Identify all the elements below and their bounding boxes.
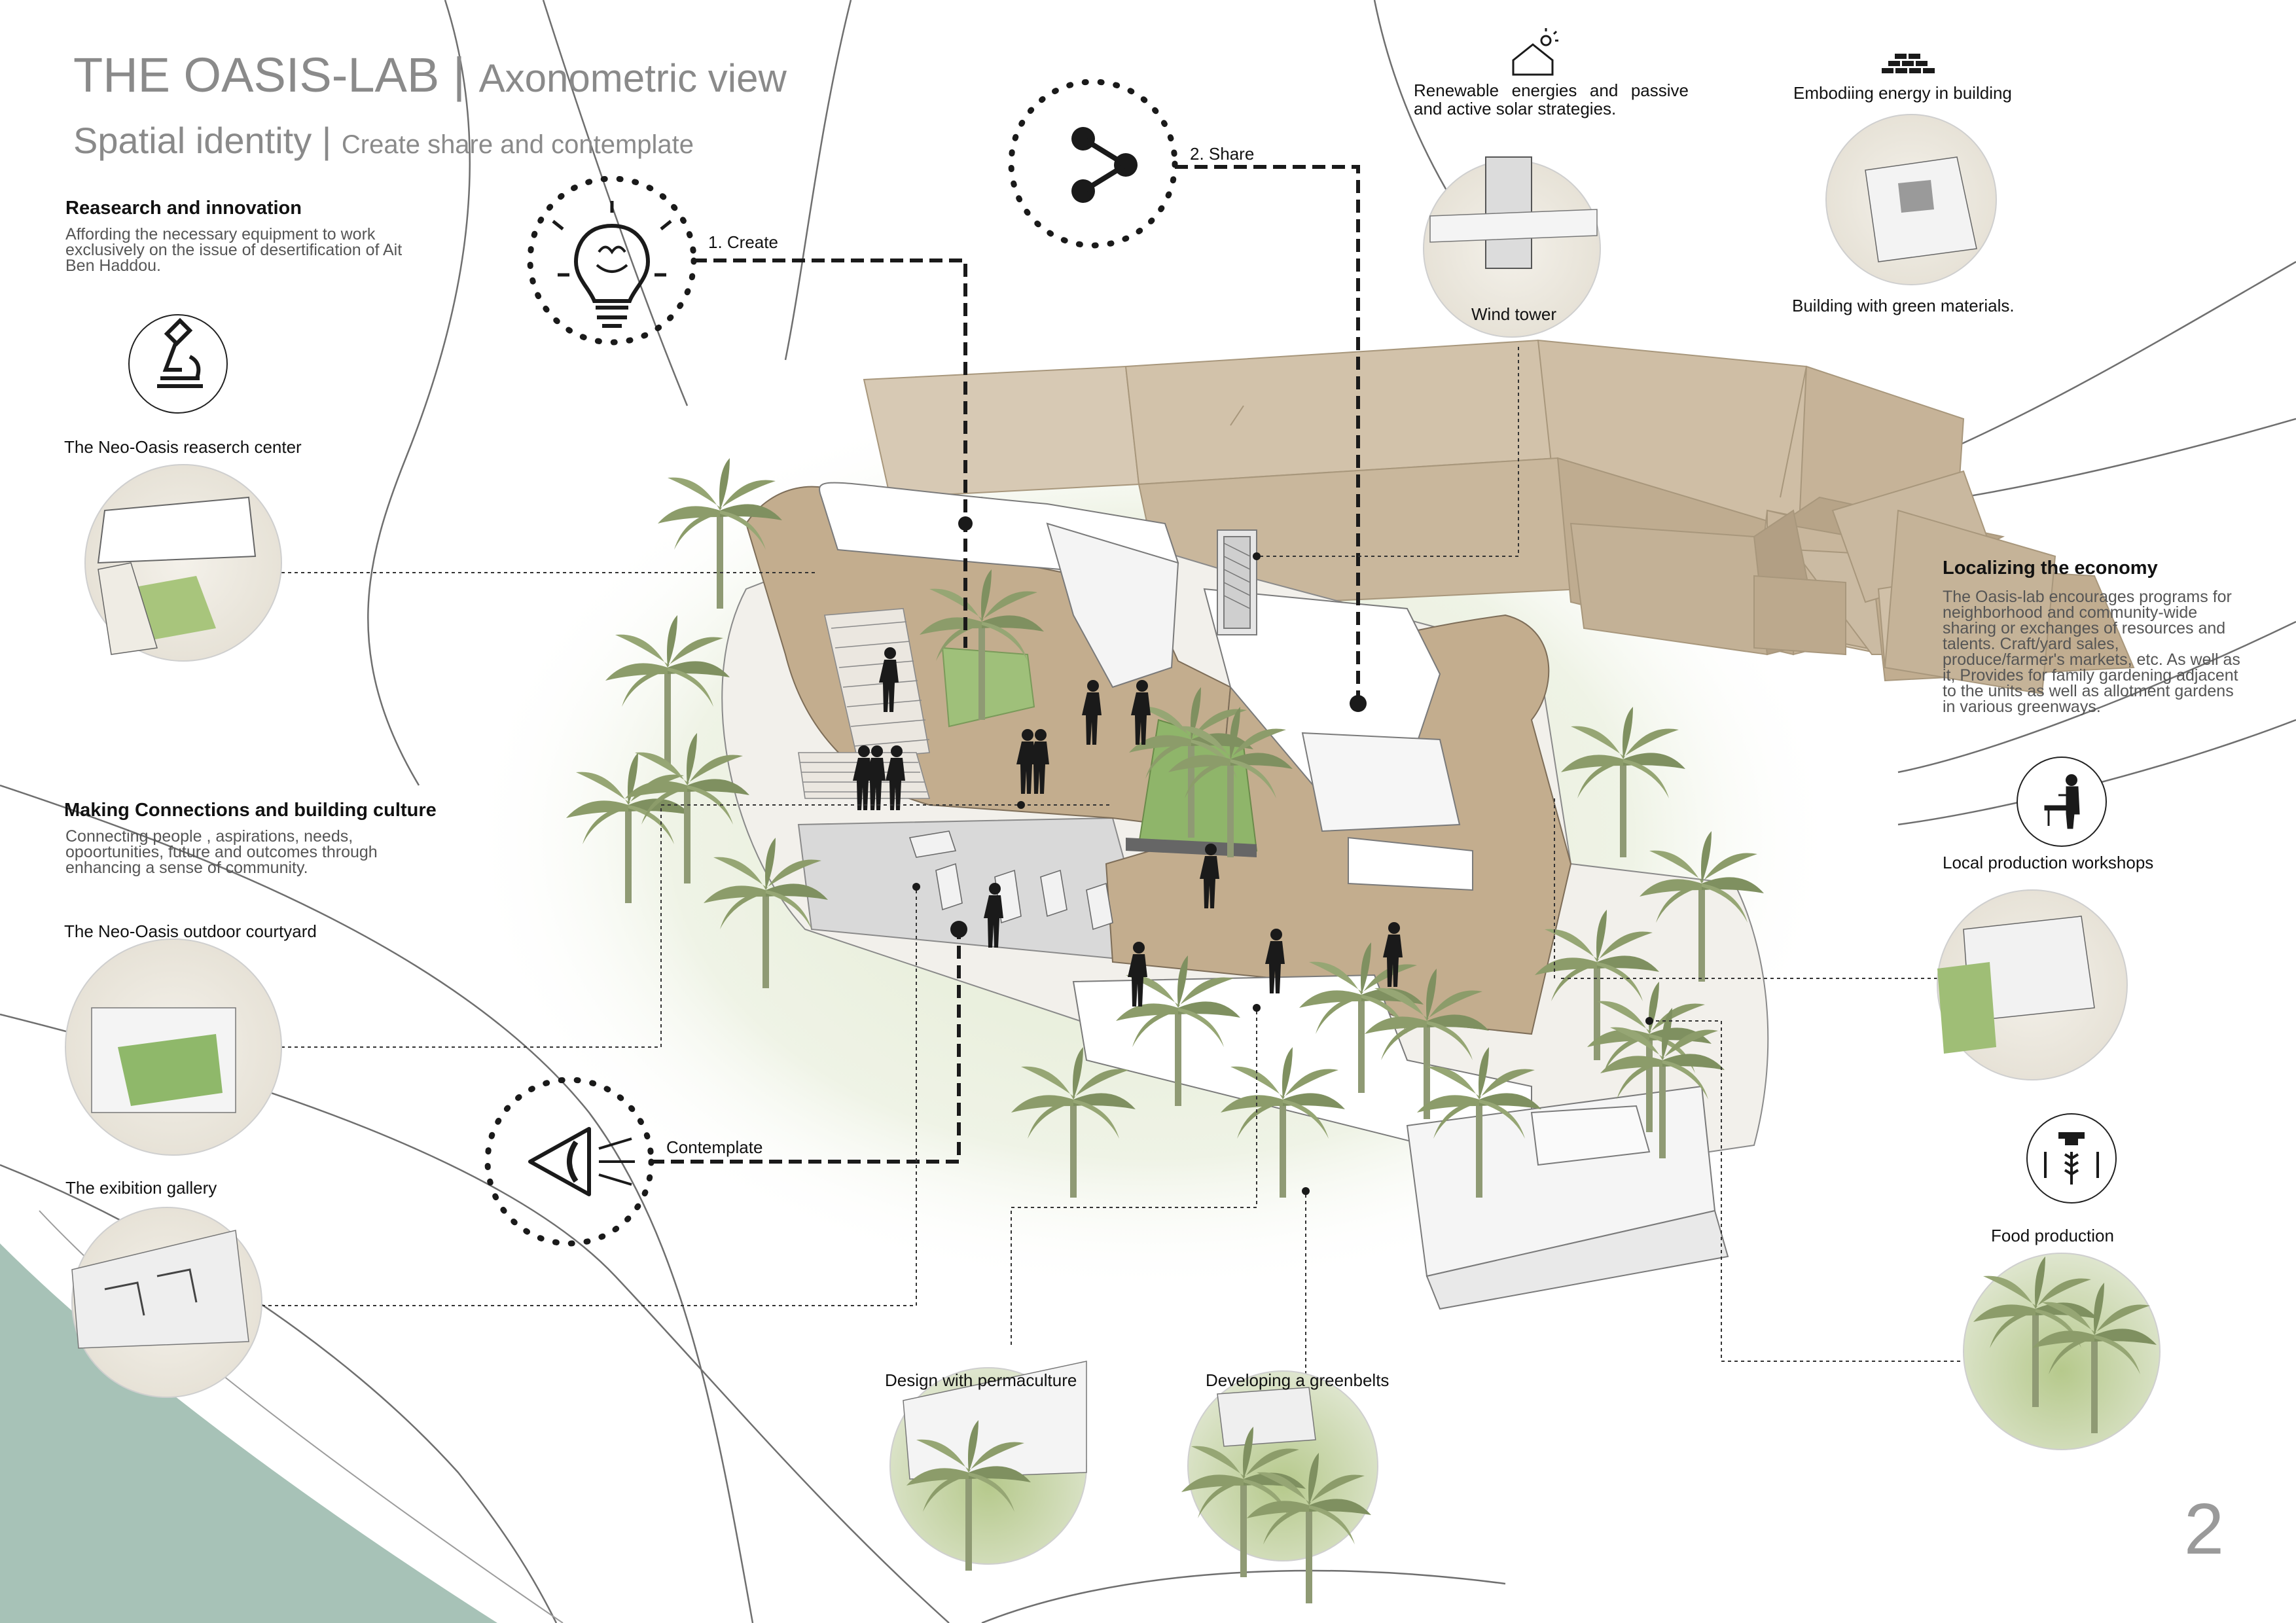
step-connectors (651, 165, 1360, 1164)
step-circles (484, 79, 1178, 1247)
research-body: Affording the necessary equipment to wor… (65, 225, 403, 275)
label-wind-tower: Wind tower (1471, 304, 1557, 324)
bricks-icon (1882, 54, 1935, 73)
label-renewable: Renewable energies and passive and activ… (1414, 80, 1689, 118)
label-gallery: The exibition gallery (65, 1178, 217, 1198)
label-research-center: The Neo-Oasis reaserch center (64, 437, 302, 457)
step-contemplate-label: Contemplate (666, 1137, 763, 1157)
vignette-circles (65, 114, 2161, 1603)
title-divider: | (452, 48, 479, 102)
wheat-icon (2026, 1113, 2117, 1204)
title-main: THE OASIS-LAB (73, 48, 440, 102)
share-icon (1071, 127, 1138, 203)
research-building (819, 482, 1473, 891)
connections-body: Connecting people , aspirations, needs, … (65, 827, 378, 877)
connections-heading: Making Connections and building culture (64, 800, 437, 821)
poster-title: THE OASIS-LAB | Axonometric view (73, 47, 787, 103)
poster-subtitle: Spatial identity | Create share and cont… (73, 119, 694, 162)
label-courtyard: The Neo-Oasis outdoor courtyard (64, 921, 317, 941)
research-heading: Reasearch and innovation (65, 198, 302, 219)
teal-corner-shape (0, 1243, 497, 1623)
village-blocks (863, 339, 2135, 695)
economy-heading: Localizing the economy (1943, 558, 2158, 579)
vignette-connectors (262, 347, 2013, 1394)
worker-icon (2017, 757, 2107, 847)
title-sub-suffix: Create share and contemplate (341, 130, 694, 159)
label-embodying: Embodiing energy in building (1793, 83, 2012, 103)
label-permaculture: Design with permaculture (885, 1370, 1077, 1390)
label-food: Food production (1991, 1226, 2114, 1245)
label-green-materials: Building with green materials. (1792, 296, 2015, 315)
title-sub: Spatial identity (73, 120, 312, 161)
label-greenbelts: Developing a greenbelts (1206, 1370, 1390, 1390)
step-create-label: 1. Create (708, 232, 778, 252)
microscope-icon (128, 314, 228, 414)
eye-icon (528, 1127, 635, 1196)
subtitle-divider: | (321, 120, 342, 161)
step-share-label: 2. Share (1190, 144, 1255, 164)
lightbulb-brain-icon (552, 201, 672, 328)
page-number: 2 (2183, 1489, 2224, 1569)
economy-body: The Oasis-lab encourages programs for ne… (1943, 588, 2240, 716)
house-solar-icon (1512, 28, 1558, 76)
title-main-suffix: Axonometric view (478, 56, 787, 100)
label-workshops: Local production workshops (1943, 853, 2154, 872)
